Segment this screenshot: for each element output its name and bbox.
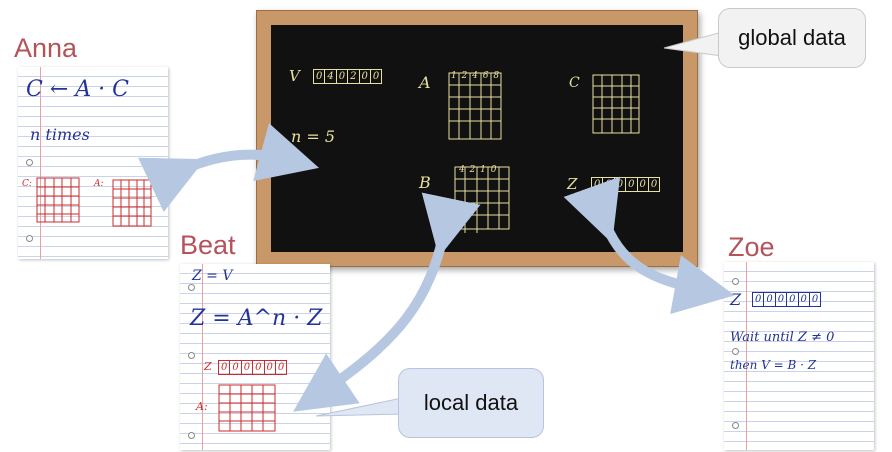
- zoe-then: then V = B · Z: [730, 358, 817, 372]
- global-callout-pointer: [663, 31, 723, 57]
- v-cell: 0: [337, 70, 349, 83]
- zoe-z-cell: 0: [799, 293, 810, 306]
- arrow-anna-board: [138, 123, 319, 212]
- arrow-zoe-board: [563, 176, 735, 315]
- anna-c-label: C:: [22, 179, 32, 189]
- zoe-z-vector: 0 0 0 0 0 0: [752, 292, 822, 307]
- beat-line1: Z = V: [192, 268, 233, 284]
- anna-a-label: A:: [94, 179, 104, 189]
- v-cell: 0: [372, 71, 380, 82]
- beat-note: Z = V Z = A^n · Z Z 0 0 0 0 0 0 A:: [180, 264, 330, 450]
- zoe-z-cell: 0: [787, 293, 799, 306]
- anna-note: C ← A · C n times C: A:: [18, 67, 168, 259]
- note-hole: [26, 159, 33, 166]
- global-data-label: global data: [738, 25, 846, 50]
- v-cell: 0: [360, 70, 371, 83]
- beat-z-vector: 0 0 0 0 0 0: [218, 360, 288, 375]
- c-label: C: [569, 75, 580, 91]
- b-label: B: [419, 173, 431, 192]
- note-hole: [26, 235, 33, 242]
- local-data-label: local data: [423, 390, 519, 415]
- v-cell: 2: [348, 70, 360, 83]
- beat-z-cell: 0: [219, 361, 231, 374]
- v-label: V: [289, 67, 300, 85]
- a-matrix: [448, 72, 502, 140]
- beat-z-cell: 0: [277, 362, 285, 373]
- a-matrix-header: 1 2 4 6 8: [451, 71, 501, 81]
- beat-z-cell: 0: [242, 361, 254, 374]
- zoe-name: Zoe: [728, 232, 775, 262]
- zoe-z-cell: 0: [811, 294, 819, 305]
- note-hole: [188, 352, 195, 359]
- v-cell: 0: [314, 70, 326, 83]
- v-cell: 4: [325, 70, 337, 83]
- beat-name: Beat: [180, 230, 236, 260]
- beat-z-label: Z: [204, 360, 212, 373]
- a-label: A: [419, 73, 431, 92]
- zoe-z-cell: 0: [776, 293, 788, 306]
- zoe-z-cell: 0: [753, 293, 765, 306]
- b-matrix-header: 4 2 1 0: [459, 165, 498, 175]
- local-callout-pointer: [315, 397, 403, 417]
- anna-times: n times: [30, 125, 90, 144]
- note-hole: [732, 422, 739, 429]
- beat-z-cell: 0: [230, 361, 242, 374]
- beat-a-matrix: [218, 384, 276, 432]
- anna-name: Anna: [14, 33, 78, 63]
- v-vector: 0 4 0 2 0 0: [313, 69, 383, 84]
- beat-z-cell: 0: [265, 361, 276, 374]
- beat-z-cell: 0: [253, 361, 265, 374]
- zoe-wait: Wait until Z ≠ 0: [730, 330, 835, 345]
- note-hole: [188, 284, 195, 291]
- c-matrix: [592, 74, 640, 134]
- global-data-callout: global data: [718, 8, 866, 68]
- zoe-note: Z 0 0 0 0 0 0 Wait until Z ≠ 0 then V = …: [724, 262, 874, 450]
- local-data-callout: local data: [398, 368, 544, 438]
- zoe-z-cell: 0: [764, 293, 776, 306]
- beat-a-label: A:: [196, 400, 208, 413]
- note-hole: [188, 432, 195, 439]
- note-hole: [732, 348, 739, 355]
- anna-c-matrix: [36, 177, 80, 223]
- arrow-beat-board: [293, 192, 481, 412]
- zoe-z-label: Z: [730, 290, 742, 309]
- anna-formula: C ← A · C: [26, 77, 129, 102]
